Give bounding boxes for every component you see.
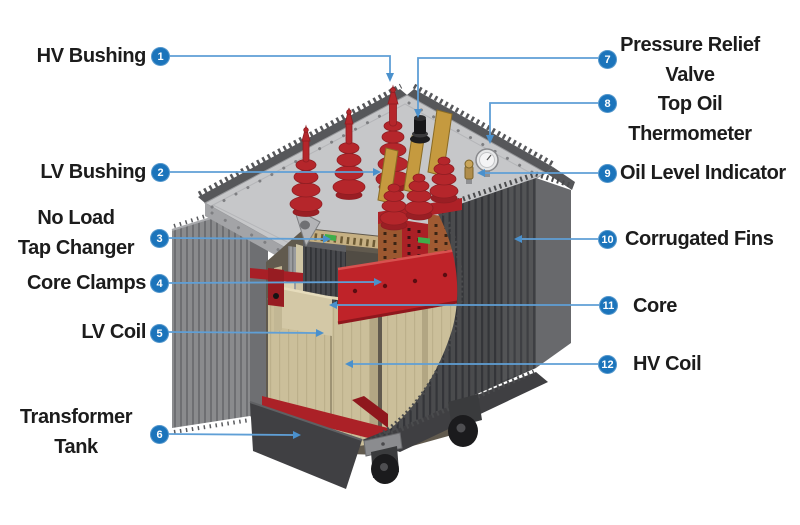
badge-8: 8 — [598, 94, 617, 113]
badge-6: 6 — [150, 425, 169, 444]
corrugated-fins-front — [365, 171, 574, 447]
oil-level-indicator-graphic — [464, 159, 474, 184]
badge-1: 1 — [151, 47, 170, 66]
badge-2: 2 — [151, 163, 170, 182]
label-transformer-tank: Transformer Tank — [19, 406, 133, 458]
lv-bushing-graphic — [377, 109, 462, 231]
label-top-oil-thermometer: Top Oil Thermometer — [628, 93, 752, 145]
label-core-clamps: Core Clamps — [27, 272, 146, 294]
tank-left-wall — [250, 206, 268, 430]
label-pressure-relief-valve: Pressure Relief Valve — [620, 34, 760, 86]
badge-5: 5 — [150, 324, 169, 343]
label-oil-level-indicator: Oil Level Indicator — [620, 162, 786, 184]
label-hv-coil: HV Coil — [633, 353, 702, 375]
leader-lines — [167, 55, 599, 436]
badge-10: 10 — [598, 230, 617, 249]
label-hv-bushing: HV Bushing — [36, 45, 147, 67]
badge-9: 9 — [598, 164, 617, 183]
leader-arrowheads — [293, 73, 522, 439]
label-lv-bushing: LV Bushing — [40, 161, 146, 183]
lv-coil-graphic — [274, 266, 333, 336]
label-corrugated-fins: Corrugated Fins — [625, 228, 774, 250]
pressure-relief-valve-graphic — [410, 115, 430, 144]
label-lv-coil: LV Coil — [81, 321, 146, 343]
label-no-load-tap-changer: No Load Tap Changer — [17, 207, 135, 259]
badge-3: 3 — [150, 229, 169, 248]
badge-4: 4 — [150, 274, 169, 293]
caster-wheels — [363, 394, 482, 484]
badge-7: 7 — [598, 50, 617, 69]
badge-12: 12 — [598, 355, 617, 374]
label-core: Core — [633, 295, 677, 317]
fin-top-serration — [197, 83, 575, 203]
corrugated-fins-left — [171, 200, 251, 434]
badge-11: 11 — [599, 296, 618, 315]
